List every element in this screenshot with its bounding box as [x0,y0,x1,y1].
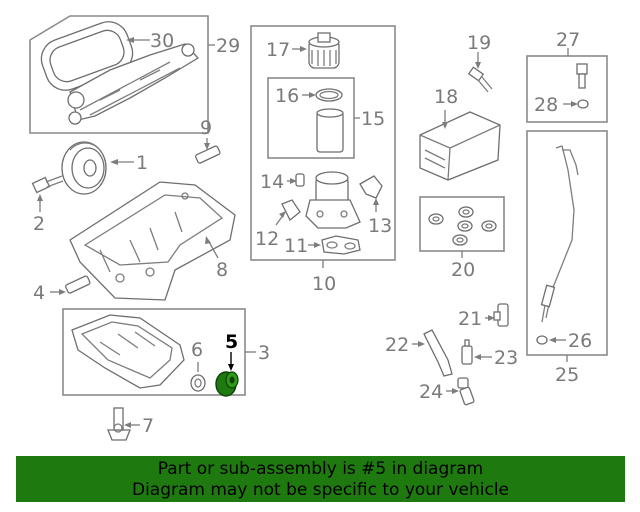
callout-3: 3 [258,342,270,364]
callout-2: 2 [33,213,45,235]
callout-22: 22 [385,334,409,356]
part-9-pin [195,145,221,164]
callout-26: 26 [568,330,592,352]
part-23-sensor [461,339,473,365]
callout-25: 25 [555,364,579,386]
part-12-gasket [281,199,301,222]
callout-4: 4 [33,282,45,304]
part-20-seals [428,206,497,246]
callout-12: 12 [255,228,279,250]
callout-1: 1 [136,152,148,174]
part-18-oil-cooler [419,111,501,181]
part-filter-housing [305,171,361,229]
callout-30: 30 [150,30,174,52]
part-1-pulley [61,141,107,195]
part-14-clip [295,173,305,187]
callout-6: 6 [191,339,203,361]
callout-8: 8 [216,259,228,281]
callout-9: 9 [200,117,212,139]
info-banner: Part or sub-assembly is #5 in diagram Di… [16,456,625,502]
banner-line-2: Diagram may not be specific to your vehi… [131,480,509,500]
banner-line-1: Part or sub-assembly is #5 in diagram [157,459,484,479]
part-group-29 [29,15,209,134]
callout-17: 17 [266,39,290,61]
part-25-dipstick [540,145,579,323]
part-filter-element [316,108,344,153]
callout-27: 27 [556,29,580,51]
part-11-gasket [321,235,361,255]
callout-5: 5 [225,331,238,353]
part-22-harness [423,329,453,377]
part-27-sensor [576,63,588,89]
callout-29: 29 [216,35,240,57]
callout-10: 10 [312,273,336,295]
callout-19: 19 [467,32,491,54]
part-7-sensor [107,407,131,441]
part-21-sensor [493,303,509,327]
callout-15: 15 [361,108,385,130]
part-6-washer [190,374,206,392]
callout-18: 18 [434,86,458,108]
callout-23: 23 [494,347,518,369]
part-13-bracket [359,175,383,199]
part-4-pin [65,275,91,294]
callout-14: 14 [260,171,284,193]
part-17-filter-cap [308,32,340,69]
callout-28: 28 [534,94,558,116]
callout-16: 16 [275,85,299,107]
part-2-bolt [31,175,64,194]
callout-13: 13 [368,215,392,237]
callout-7: 7 [142,415,154,437]
part-5-drain-plug [215,371,239,397]
part-24-switch [457,377,475,406]
part-3-oil-pan [71,314,185,389]
part-26-o-ring [536,335,548,345]
part-28-washer [577,99,589,109]
callout-21: 21 [458,308,482,330]
callout-24: 24 [419,381,443,403]
callout-11: 11 [284,235,308,257]
part-8-frame [69,181,236,301]
part-19-bolt [467,66,493,93]
callout-20: 20 [451,259,475,281]
